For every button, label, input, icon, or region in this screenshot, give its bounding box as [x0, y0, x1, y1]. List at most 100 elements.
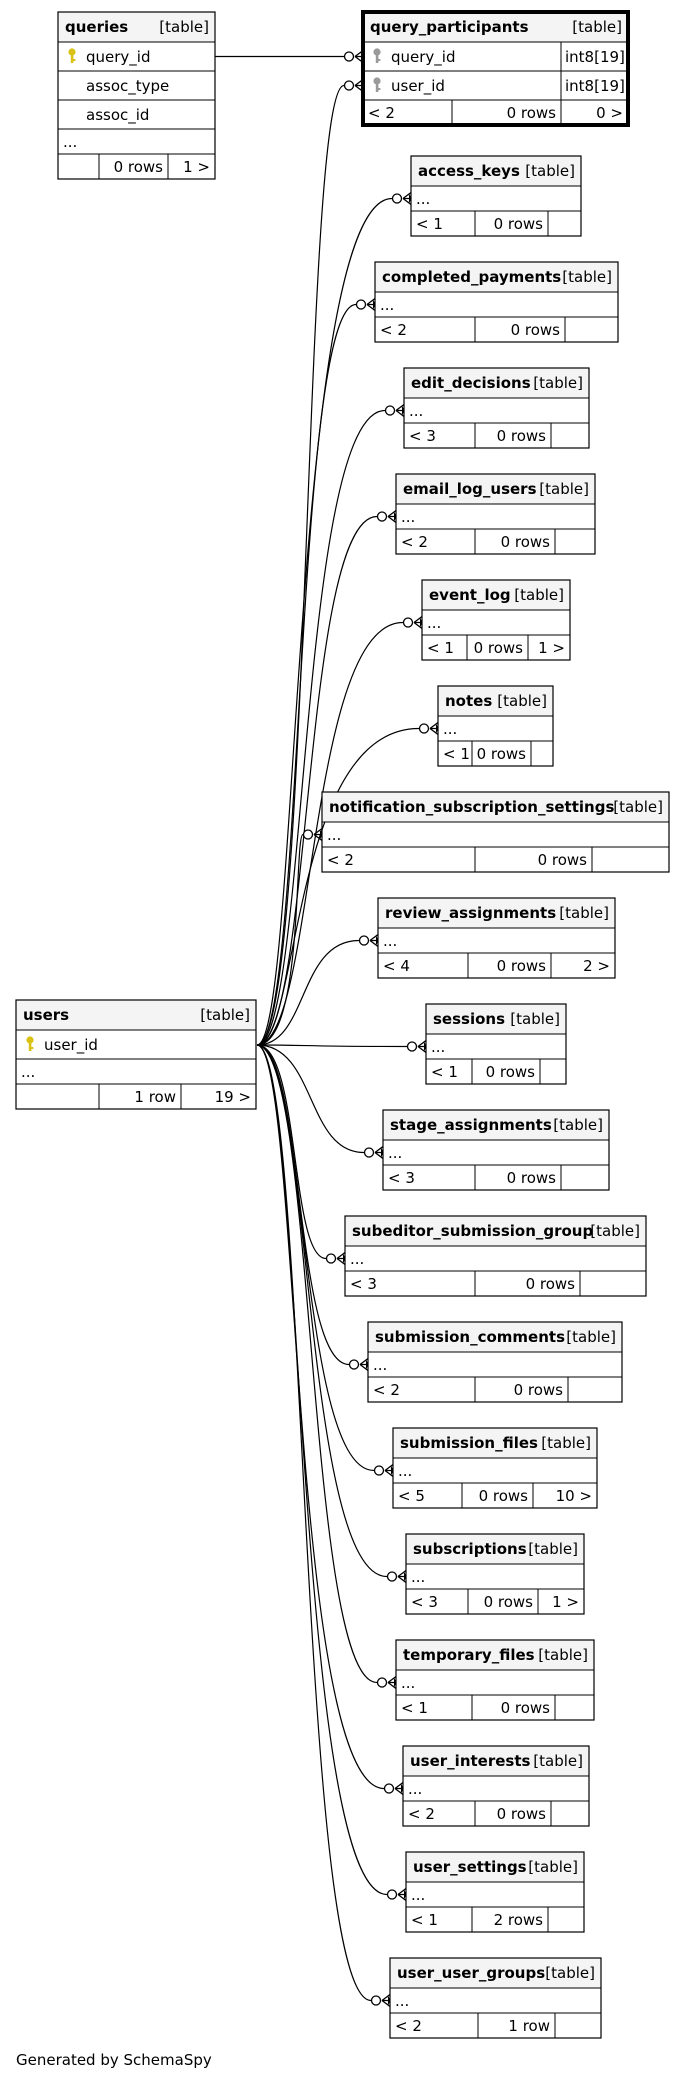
table-name: email_log_users [403, 480, 537, 498]
column-type: int8[19] [565, 77, 625, 95]
parent-count: < 2 [408, 1805, 435, 1823]
parent-count: < 4 [383, 957, 410, 975]
relationship-line [256, 84, 345, 1046]
parent-count: < 3 [411, 1593, 438, 1611]
table-tag: [table] [590, 1222, 640, 1240]
column-name: user_id [391, 77, 445, 96]
relation-end-marker [370, 1993, 391, 2008]
row-count: 0 rows [507, 104, 557, 122]
relation-end-marker [343, 49, 364, 64]
parent-count: < 1 [427, 639, 454, 657]
column-name: assoc_type [86, 77, 169, 96]
relation-end-marker [348, 1357, 369, 1372]
relationship-line [256, 1044, 365, 1154]
relation-end-marker [302, 827, 323, 842]
table-tag: [table] [553, 1116, 603, 1134]
parent-count: < 3 [409, 427, 436, 445]
relation-end-marker [384, 403, 405, 418]
child-count: 1 > [538, 639, 565, 657]
table-name: notification_subscription_settings [329, 798, 614, 816]
parent-count: < 2 [368, 104, 395, 122]
relation-end-marker [355, 297, 376, 312]
table-name: sessions [433, 1010, 505, 1028]
more-columns-ellipsis: ... [383, 932, 397, 950]
relationship-line [256, 727, 420, 1046]
more-columns-ellipsis: ... [350, 1250, 364, 1268]
table-name: edit_decisions [411, 374, 531, 392]
relation-end-marker [358, 933, 379, 948]
more-columns-ellipsis: ... [373, 1356, 387, 1374]
table-tag: [table] [159, 18, 209, 36]
table-notification-subscription-settings[interactable]: notification_subscription_settings[table… [321, 791, 670, 873]
more-columns-ellipsis: ... [380, 296, 394, 314]
table-name: subeditor_submission_group [352, 1222, 593, 1240]
row-count: 0 rows [507, 1169, 557, 1187]
table-name: user_interests [410, 1752, 531, 1770]
table-name: temporary_files [403, 1646, 535, 1664]
table-name: user_user_groups [397, 1964, 545, 1982]
relationship-line [256, 1044, 378, 1684]
foreign-key-icon [373, 48, 381, 63]
relationship-line [256, 409, 386, 1046]
parent-count: < 1 [411, 1911, 438, 1929]
more-columns-ellipsis: ... [388, 1144, 402, 1162]
column-name: assoc_id [86, 106, 149, 125]
table-name: queries [65, 18, 128, 36]
child-count: 2 > [583, 957, 610, 975]
row-count: 0 rows [479, 1487, 529, 1505]
more-columns-ellipsis: ... [443, 720, 457, 738]
table-tag: [table] [541, 1434, 591, 1452]
table-name: submission_files [400, 1434, 538, 1452]
column-name: query_id [86, 48, 151, 67]
table-name: access_keys [418, 162, 520, 180]
relationship-line [256, 1044, 408, 1048]
relation-end-marker [402, 615, 423, 630]
table-tag: [table] [497, 692, 547, 710]
table-tag: [table] [562, 268, 612, 286]
table-tag: [table] [514, 586, 564, 604]
parent-count: < 1 [443, 745, 470, 763]
table-tag: [table] [545, 1964, 595, 1982]
more-columns-ellipsis: ... [431, 1038, 445, 1056]
table-name: notes [445, 692, 492, 710]
table-name: completed_payments [382, 268, 561, 286]
relationship-line [256, 1044, 385, 1790]
relationship-line [256, 1044, 350, 1366]
relation-end-marker [406, 1039, 427, 1054]
table-tag: [table] [528, 1858, 578, 1876]
table-tag: [table] [539, 480, 589, 498]
more-columns-ellipsis: ... [416, 190, 430, 208]
relation-end-marker [391, 191, 412, 206]
table-queries[interactable]: queries [table] query_id assoc_type assoc_id… [57, 11, 216, 180]
table-name: users [23, 1006, 69, 1024]
parent-count: < 2 [395, 2017, 422, 2035]
relation-end-marker [386, 1569, 407, 1584]
relation-end-marker [363, 1145, 384, 1160]
more-columns-ellipsis: ... [401, 1674, 415, 1692]
relationship-line [256, 1044, 372, 2002]
row-count: 0 rows [497, 957, 547, 975]
more-columns-ellipsis: ... [327, 826, 341, 844]
parent-count: < 3 [350, 1275, 377, 1293]
more-columns-ellipsis: ... [409, 402, 423, 420]
table-tag: [table] [559, 904, 609, 922]
